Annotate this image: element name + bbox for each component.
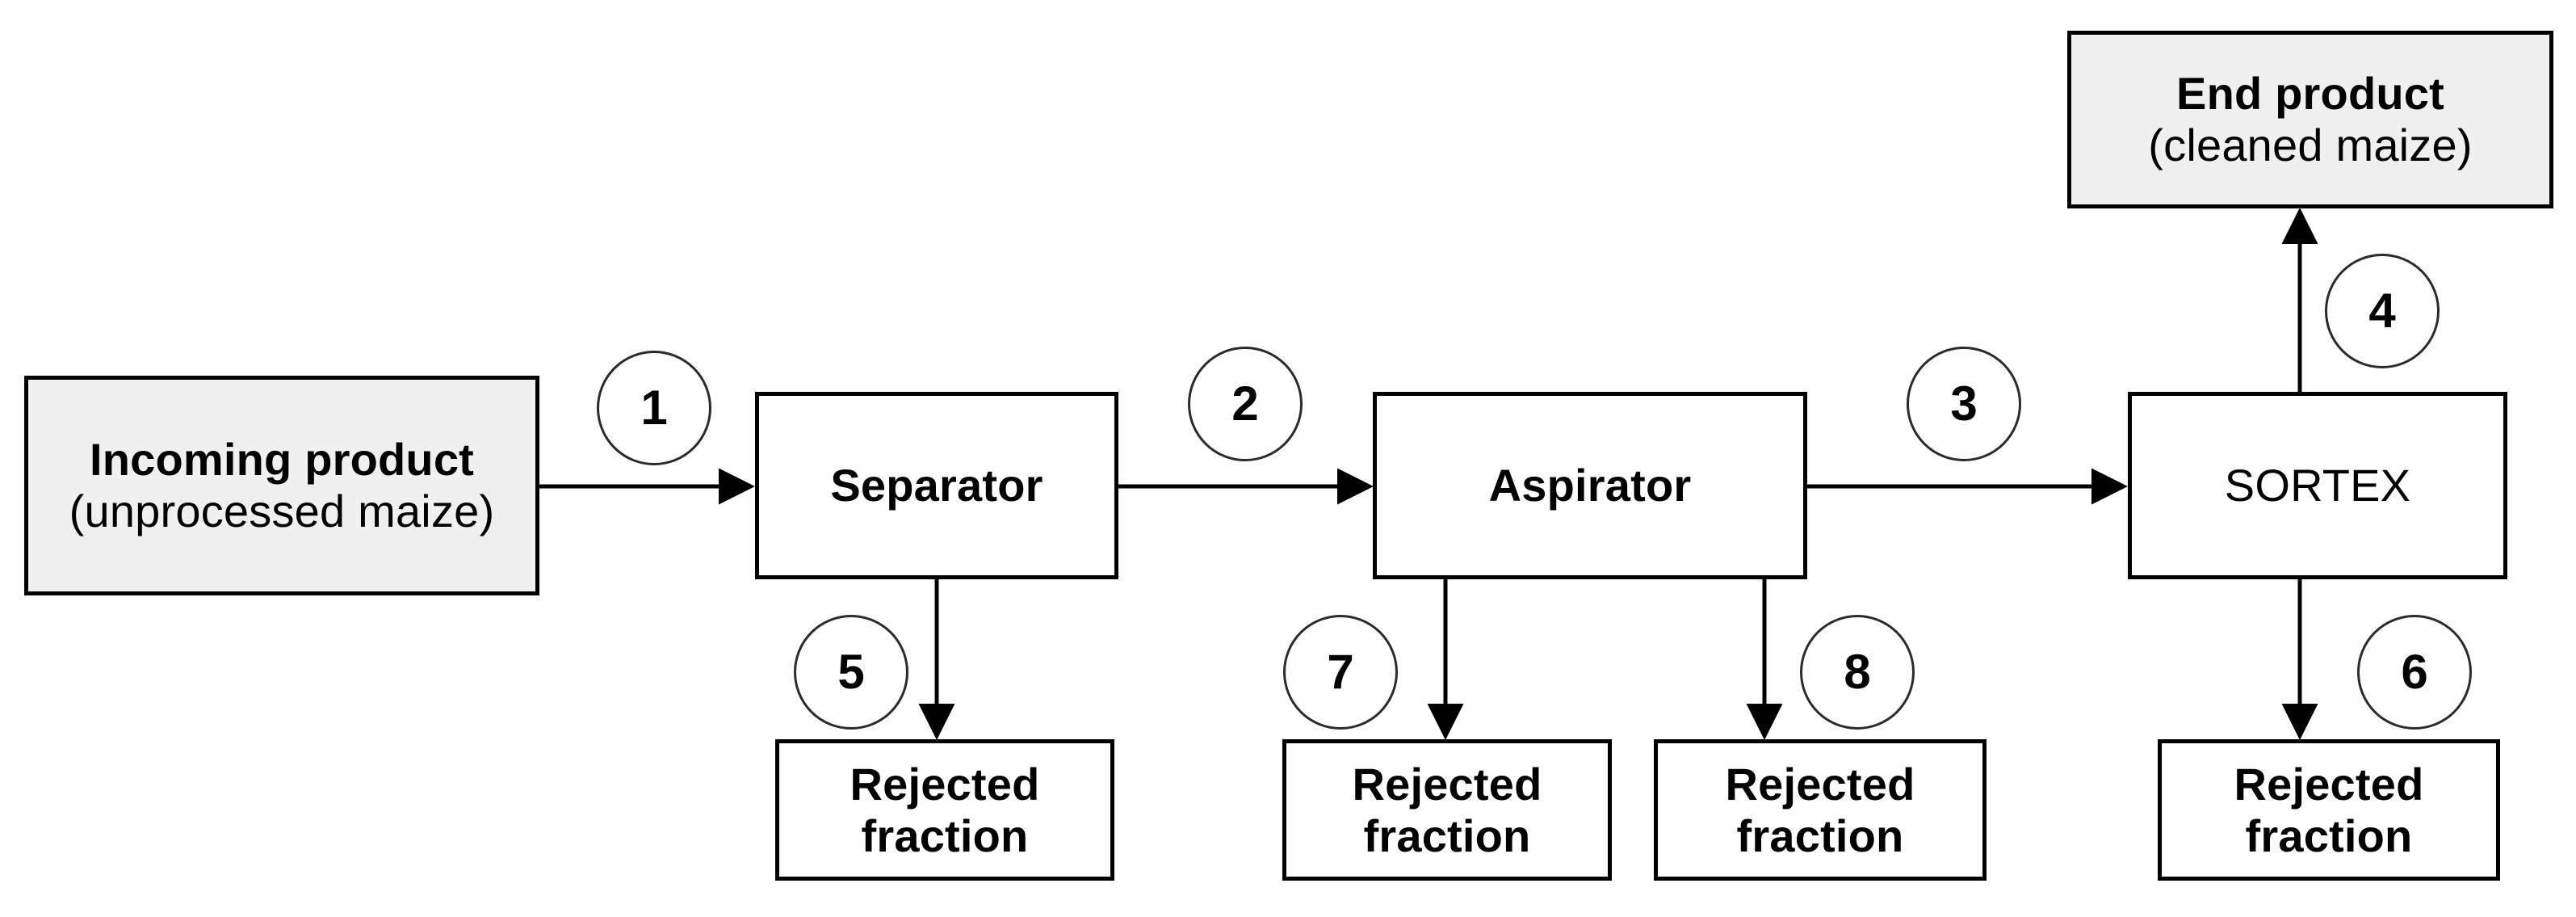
step-tag-5[interactable]: 5 (794, 615, 908, 730)
rejected-fraction-line2: fraction (1736, 810, 1904, 861)
node-sortex[interactable]: SORTEX (2128, 392, 2507, 579)
node-rejected-fraction-aspirator-b[interactable]: Rejected fraction (1654, 739, 1987, 881)
step-tag-6-label: 6 (2401, 645, 2428, 699)
rejected-fraction-line2: fraction (861, 810, 1029, 861)
step-tag-3[interactable]: 3 (1907, 347, 2021, 461)
node-end-product-line1: End product (2176, 68, 2444, 120)
node-incoming-product-line2: (unprocessed maize) (69, 486, 495, 536)
step-tag-1-label: 1 (640, 381, 668, 435)
rejected-fraction-line1: Rejected (850, 758, 1040, 810)
node-rejected-fraction-aspirator-a[interactable]: Rejected fraction (1282, 739, 1612, 881)
rejected-fraction-line1: Rejected (2234, 758, 2424, 810)
node-separator[interactable]: Separator (755, 392, 1118, 579)
step-tag-2[interactable]: 2 (1188, 347, 1303, 461)
step-tag-7[interactable]: 7 (1283, 615, 1398, 730)
node-end-product[interactable]: End product (cleaned maize) (2067, 31, 2553, 208)
node-rejected-fraction-sortex[interactable]: Rejected fraction (2158, 739, 2500, 881)
step-tag-4[interactable]: 4 (2325, 254, 2440, 368)
node-aspirator-label: Aspirator (1488, 460, 1692, 511)
step-tag-5-label: 5 (837, 645, 865, 699)
rejected-fraction-line2: fraction (2245, 810, 2413, 861)
step-tag-8-label: 8 (1844, 645, 1871, 699)
node-incoming-product[interactable]: Incoming product (unprocessed maize) (24, 376, 539, 595)
node-separator-label: Separator (830, 460, 1043, 511)
step-tag-8[interactable]: 8 (1800, 615, 1915, 730)
step-tag-6[interactable]: 6 (2357, 615, 2472, 730)
node-rejected-fraction-separator[interactable]: Rejected fraction (775, 739, 1114, 881)
step-tag-7-label: 7 (1327, 645, 1354, 699)
step-tag-4-label: 4 (2368, 284, 2396, 338)
node-sortex-label: SORTEX (2224, 460, 2411, 511)
node-aspirator[interactable]: Aspirator (1373, 392, 1807, 579)
step-tag-1[interactable]: 1 (597, 351, 711, 465)
rejected-fraction-line1: Rejected (1725, 758, 1915, 810)
node-end-product-line2: (cleaned maize) (2148, 120, 2473, 170)
rejected-fraction-line1: Rejected (1352, 758, 1542, 810)
step-tag-3-label: 3 (1950, 376, 1978, 431)
rejected-fraction-line2: fraction (1363, 810, 1531, 861)
node-incoming-product-line1: Incoming product (89, 434, 475, 486)
step-tag-2-label: 2 (1231, 376, 1259, 431)
